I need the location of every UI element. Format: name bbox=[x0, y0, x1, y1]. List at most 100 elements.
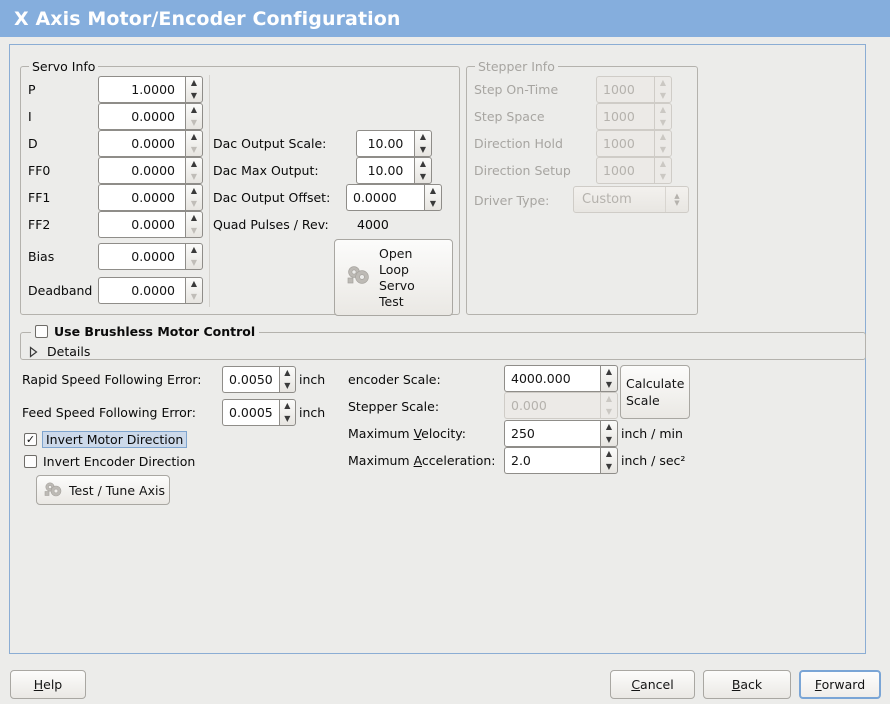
spin-down-icon[interactable]: ▼ bbox=[605, 434, 613, 444]
open-loop-servo-test-button[interactable]: Open Loop Servo Test bbox=[334, 239, 453, 316]
dac-output-scale-spinner[interactable]: 10.00 ▲▼ bbox=[356, 130, 432, 157]
servo-i-spinner[interactable]: 0.0000 ▲▼ bbox=[98, 103, 203, 130]
rapid-spin-buttons[interactable]: ▲▼ bbox=[278, 366, 296, 393]
spin-down-icon[interactable]: ▼ bbox=[284, 380, 291, 390]
spin-down-icon[interactable]: ▼ bbox=[429, 198, 437, 208]
use-brushless-motor-control-checkbox[interactable]: Use Brushless Motor Control bbox=[35, 324, 255, 339]
help-button[interactable]: Help bbox=[10, 670, 86, 699]
invert-motor-direction-checkbox[interactable]: ✓ Invert Motor Direction bbox=[24, 431, 188, 448]
spin-up-icon[interactable]: ▲ bbox=[419, 159, 427, 169]
maximum-acceleration-value[interactable]: 2.0 bbox=[504, 447, 600, 474]
servo-p-spin-buttons[interactable]: ▲▼ bbox=[185, 76, 203, 103]
forward-button[interactable]: Forward bbox=[799, 670, 881, 699]
spin-up-icon[interactable]: ▲ bbox=[190, 186, 198, 196]
back-button[interactable]: Back bbox=[703, 670, 791, 699]
maximum-velocity-spin-buttons[interactable]: ▲▼ bbox=[600, 420, 618, 447]
spin-up-icon[interactable]: ▲ bbox=[190, 132, 198, 142]
window-title-bar: X Axis Motor/Encoder Configuration bbox=[0, 0, 890, 37]
use-brushless-motor-control-label: Use Brushless Motor Control bbox=[54, 324, 256, 339]
servo-bias-spin-buttons[interactable]: ▲▼ bbox=[185, 243, 203, 270]
servo-ff2-spinner[interactable]: 0.0000 ▲▼ bbox=[98, 211, 203, 238]
servo-i-value[interactable]: 0.0000 bbox=[98, 103, 185, 130]
rapid-following-error-spinner[interactable]: 0.0050 ▲▼ bbox=[222, 366, 296, 393]
encoder-scale-spin-buttons[interactable]: ▲▼ bbox=[600, 365, 618, 392]
dac-output-scale-label: Dac Output Scale: bbox=[213, 136, 327, 151]
spin-down-icon[interactable]: ▼ bbox=[190, 291, 198, 301]
servo-ff1-spin-buttons[interactable]: ▲▼ bbox=[185, 184, 203, 211]
servo-d-value[interactable]: 0.0000 bbox=[98, 130, 185, 157]
maximum-velocity-value[interactable]: 250 bbox=[504, 420, 600, 447]
spin-up-icon[interactable]: ▲ bbox=[190, 245, 198, 255]
servo-ff2-value[interactable]: 0.0000 bbox=[98, 211, 185, 238]
spin-up-icon[interactable]: ▲ bbox=[190, 279, 198, 289]
servo-ff0-spinner[interactable]: 0.0000 ▲▼ bbox=[98, 157, 203, 184]
details-expander[interactable]: Details bbox=[28, 344, 90, 359]
spin-down-icon[interactable]: ▼ bbox=[190, 198, 198, 208]
spin-down-icon[interactable]: ▼ bbox=[605, 461, 613, 471]
spin-up-icon[interactable]: ▲ bbox=[190, 159, 198, 169]
spin-up-icon[interactable]: ▲ bbox=[605, 449, 613, 459]
dac-output-scale-value[interactable]: 10.00 bbox=[356, 130, 414, 157]
spin-down-icon[interactable]: ▼ bbox=[190, 144, 198, 154]
checkbox-box[interactable]: ✓ bbox=[24, 433, 37, 446]
cancel-button[interactable]: Cancel bbox=[610, 670, 695, 699]
servo-bias-spinner[interactable]: 0.0000 ▲▼ bbox=[98, 243, 203, 270]
servo-bias-value[interactable]: 0.0000 bbox=[98, 243, 185, 270]
dac-output-offset-spin-buttons[interactable]: ▲▼ bbox=[424, 184, 442, 211]
checkbox-box[interactable] bbox=[35, 325, 48, 338]
spin-up-icon: ▲ bbox=[659, 159, 667, 169]
maximum-velocity-spinner[interactable]: 250 ▲▼ bbox=[504, 420, 618, 447]
dac-output-offset-spinner[interactable]: 0.0000 ▲▼ bbox=[346, 184, 442, 211]
servo-p-value[interactable]: 1.0000 bbox=[98, 76, 185, 103]
spin-up-icon[interactable]: ▲ bbox=[429, 186, 437, 196]
feed-following-error-spinner[interactable]: 0.0005 ▲▼ bbox=[222, 399, 296, 426]
servo-ff0-value[interactable]: 0.0000 bbox=[98, 157, 185, 184]
spin-up-icon[interactable]: ▲ bbox=[284, 401, 291, 411]
spin-up-icon[interactable]: ▲ bbox=[419, 132, 427, 142]
test-tune-axis-button[interactable]: Test / Tune Axis bbox=[36, 475, 170, 505]
encoder-scale-label: encoder Scale: bbox=[348, 372, 441, 387]
spin-down-icon[interactable]: ▼ bbox=[419, 171, 427, 181]
spin-up-icon[interactable]: ▲ bbox=[190, 213, 198, 223]
spin-down-icon[interactable]: ▼ bbox=[190, 90, 198, 100]
spin-down-icon[interactable]: ▼ bbox=[190, 171, 198, 181]
spin-up-icon[interactable]: ▲ bbox=[284, 368, 291, 378]
dac-output-offset-value[interactable]: 0.0000 bbox=[346, 184, 424, 211]
spin-down-icon[interactable]: ▼ bbox=[284, 413, 291, 423]
servo-i-spin-buttons[interactable]: ▲▼ bbox=[185, 103, 203, 130]
servo-deadband-spinner[interactable]: 0.0000 ▲▼ bbox=[98, 277, 203, 304]
spin-down-icon[interactable]: ▼ bbox=[190, 257, 198, 267]
servo-d-spin-buttons[interactable]: ▲▼ bbox=[185, 130, 203, 157]
dac-max-output-spinner[interactable]: 10.00 ▲▼ bbox=[356, 157, 432, 184]
dac-max-output-spin-buttons[interactable]: ▲▼ bbox=[414, 157, 432, 184]
servo-deadband-value[interactable]: 0.0000 bbox=[98, 277, 185, 304]
servo-deadband-spin-buttons[interactable]: ▲▼ bbox=[185, 277, 203, 304]
rapid-following-error-value[interactable]: 0.0050 bbox=[222, 366, 279, 393]
checkbox-box[interactable] bbox=[24, 455, 37, 468]
maximum-acceleration-spin-buttons[interactable]: ▲▼ bbox=[600, 447, 618, 474]
spin-up-icon[interactable]: ▲ bbox=[190, 105, 198, 115]
dac-max-output-value[interactable]: 10.00 bbox=[356, 157, 414, 184]
spin-down-icon[interactable]: ▼ bbox=[419, 144, 427, 154]
maximum-acceleration-spinner[interactable]: 2.0 ▲▼ bbox=[504, 447, 618, 474]
spin-down-icon[interactable]: ▼ bbox=[190, 117, 198, 127]
encoder-scale-value[interactable]: 4000.000 bbox=[504, 365, 600, 392]
feed-spin-buttons[interactable]: ▲▼ bbox=[278, 399, 296, 426]
chevron-right-icon[interactable] bbox=[28, 345, 39, 358]
servo-ff1-value[interactable]: 0.0000 bbox=[98, 184, 185, 211]
spin-up-icon[interactable]: ▲ bbox=[190, 78, 198, 88]
spin-up-icon[interactable]: ▲ bbox=[605, 367, 613, 377]
servo-ff2-spin-buttons[interactable]: ▲▼ bbox=[185, 211, 203, 238]
servo-p-spinner[interactable]: 1.0000 ▲▼ bbox=[98, 76, 203, 103]
servo-d-spinner[interactable]: 0.0000 ▲▼ bbox=[98, 130, 203, 157]
calculate-scale-button[interactable]: Calculate Scale bbox=[620, 365, 690, 419]
servo-ff1-spinner[interactable]: 0.0000 ▲▼ bbox=[98, 184, 203, 211]
invert-encoder-direction-checkbox[interactable]: Invert Encoder Direction bbox=[24, 454, 195, 469]
spin-up-icon[interactable]: ▲ bbox=[605, 422, 613, 432]
servo-ff0-spin-buttons[interactable]: ▲▼ bbox=[185, 157, 203, 184]
encoder-scale-spinner[interactable]: 4000.000 ▲▼ bbox=[504, 365, 618, 392]
spin-down-icon[interactable]: ▼ bbox=[605, 379, 613, 389]
dac-output-scale-spin-buttons[interactable]: ▲▼ bbox=[414, 130, 432, 157]
feed-following-error-value[interactable]: 0.0005 bbox=[222, 399, 279, 426]
spin-down-icon[interactable]: ▼ bbox=[190, 225, 198, 235]
